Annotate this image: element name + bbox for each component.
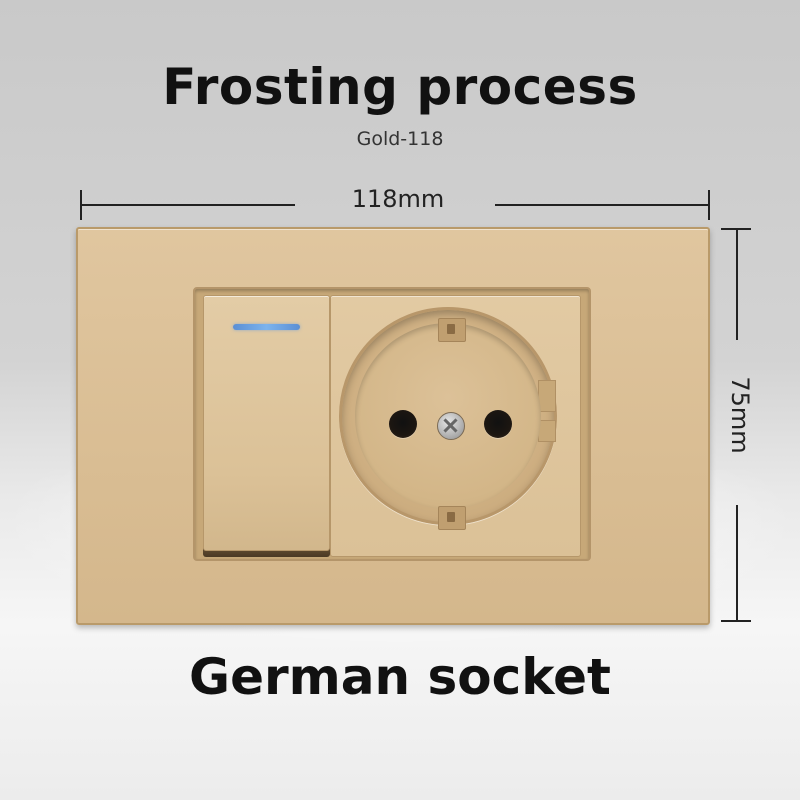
width-dimension-tick-right <box>708 190 710 220</box>
pin-hole-left-icon <box>389 410 417 438</box>
page-title: Frosting process <box>162 58 638 116</box>
height-dimension-line-top <box>736 228 738 340</box>
rocker-switch-button[interactable] <box>203 295 330 551</box>
height-dimension-tick-bottom <box>721 620 751 622</box>
indicator-light-icon <box>233 324 300 330</box>
screw-icon <box>437 412 465 440</box>
width-dimension-line-right <box>495 204 709 206</box>
earth-clip-bottom-icon <box>438 506 466 530</box>
model-subtitle: Gold-118 <box>356 128 444 150</box>
height-dimension-line-bottom <box>736 505 738 621</box>
pin-hole-right-icon <box>484 410 512 438</box>
width-dimension-line-left <box>80 204 295 206</box>
width-dimension-label: 118mm <box>351 185 445 213</box>
height-dimension-label: 75mm <box>726 376 754 454</box>
socket-side-notch-right-top <box>538 380 556 412</box>
earth-clip-top-icon <box>438 318 466 342</box>
product-label: German socket <box>189 648 611 706</box>
